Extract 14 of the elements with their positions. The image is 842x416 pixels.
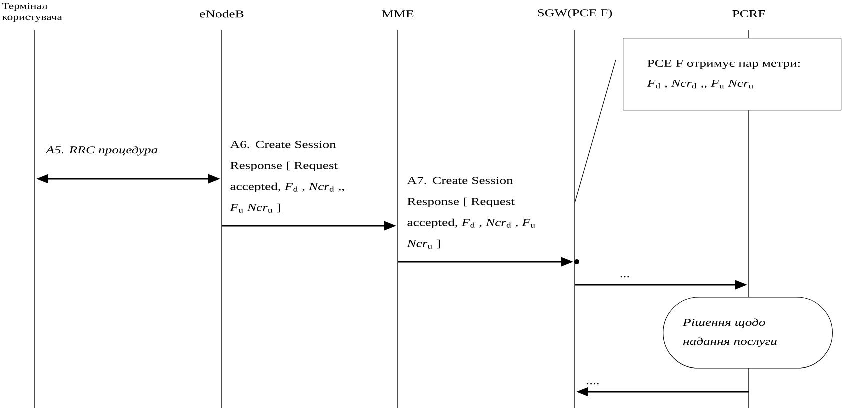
note-box: PCE F отримує пар метри: F$_{d}$ , Ncr$_{d}$ ,, F$_{u}$ Ncr$_{u}$	[623, 38, 842, 111]
edge-label: ....	[585, 382, 601, 386]
participant-label: eNodeB	[200, 10, 244, 18]
edge-label: A6. Create Session Response [ Request accepted, F$_{d}$ , Ncr$_{d}$ ,, F$_{u}$ Ncr$_{u}$ ]	[229, 140, 366, 214]
participant-label: MME	[382, 10, 414, 18]
edge-label: ...	[618, 275, 632, 279]
participant-label: Термінал користувача	[2, 3, 62, 22]
edge-label: A7. Create Session Response [ Request accepted, F$_{d}$ , Ncr$_{d}$ , F$_{u}$ Ncr$_{u}$ ]	[406, 176, 544, 250]
participant-label: PCRF	[732, 10, 766, 18]
leader-line	[574, 60, 616, 204]
decision-box: Рішення щодо надання послуги	[663, 297, 833, 369]
participant-label: SGW(PCE F)	[538, 9, 612, 19]
node-label: Рішення щодо надання послуги	[682, 318, 777, 348]
edge-label: A5. RRC процедура	[45, 145, 160, 157]
